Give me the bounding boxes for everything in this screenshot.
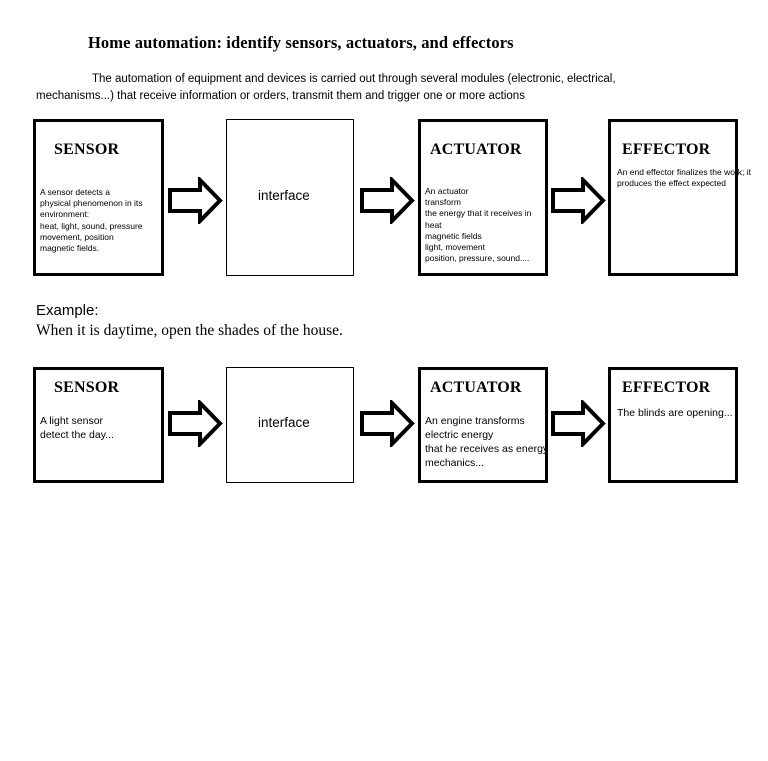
row2-actuator-box: ACTUATOR An engine transforms electric e… bbox=[418, 367, 548, 483]
row1-arrow-1 bbox=[167, 177, 223, 224]
row1-sensor-box: SENSOR A sensor detects a physical pheno… bbox=[33, 119, 164, 276]
row2-arrow-3 bbox=[550, 400, 606, 447]
arrow-right-icon bbox=[360, 177, 415, 224]
row2-interface-label: interface bbox=[258, 415, 310, 430]
row1-arrow-2 bbox=[359, 177, 415, 224]
row2-sensor-box: SENSOR A light sensor detect the day... bbox=[33, 367, 164, 483]
row1-sensor-title: SENSOR bbox=[54, 141, 120, 158]
row1-actuator-body: An actuator transform the energy that it… bbox=[425, 186, 532, 264]
example-text: When it is daytime, open the shades of t… bbox=[36, 322, 343, 339]
row2-effector-box: EFFECTOR The blinds are opening... bbox=[608, 367, 738, 483]
row2-sensor-body: A light sensor detect the day... bbox=[40, 415, 114, 441]
row1-effector-title: EFFECTOR bbox=[622, 141, 711, 158]
row2-actuator-body: An engine transforms electric energy tha… bbox=[425, 415, 549, 469]
row1-interface-box: interface bbox=[226, 119, 354, 276]
row2-effector-body: The blinds are opening... bbox=[617, 407, 733, 419]
row2-interface-box: interface bbox=[226, 367, 354, 483]
arrow-right-icon bbox=[551, 177, 606, 224]
intro-paragraph: The automation of equipment and devices … bbox=[36, 73, 616, 102]
row1-arrow-3 bbox=[550, 177, 606, 224]
row1-sensor-body: A sensor detects a physical phenomenon i… bbox=[40, 187, 143, 254]
arrow-right-icon bbox=[168, 177, 223, 224]
row2-actuator-title: ACTUATOR bbox=[430, 379, 522, 396]
row1-interface-label: interface bbox=[258, 188, 310, 203]
row2-arrow-2 bbox=[359, 400, 415, 447]
row2-effector-title: EFFECTOR bbox=[622, 379, 711, 396]
row1-actuator-title: ACTUATOR bbox=[430, 141, 522, 158]
row1-effector-body: An end effector finalizes the work; it p… bbox=[617, 167, 752, 189]
row1-effector-box: EFFECTOR An end effector finalizes the w… bbox=[608, 119, 751, 276]
row2-sensor-title: SENSOR bbox=[54, 379, 120, 396]
example-label: Example: bbox=[36, 302, 99, 319]
page-title: Home automation: identify sensors, actua… bbox=[88, 33, 514, 52]
arrow-right-icon bbox=[360, 400, 415, 447]
arrow-right-icon bbox=[168, 400, 223, 447]
row2-arrow-1 bbox=[167, 400, 223, 447]
arrow-right-icon bbox=[551, 400, 606, 447]
row1-actuator-box: ACTUATOR An actuator transform the energ… bbox=[418, 119, 548, 276]
